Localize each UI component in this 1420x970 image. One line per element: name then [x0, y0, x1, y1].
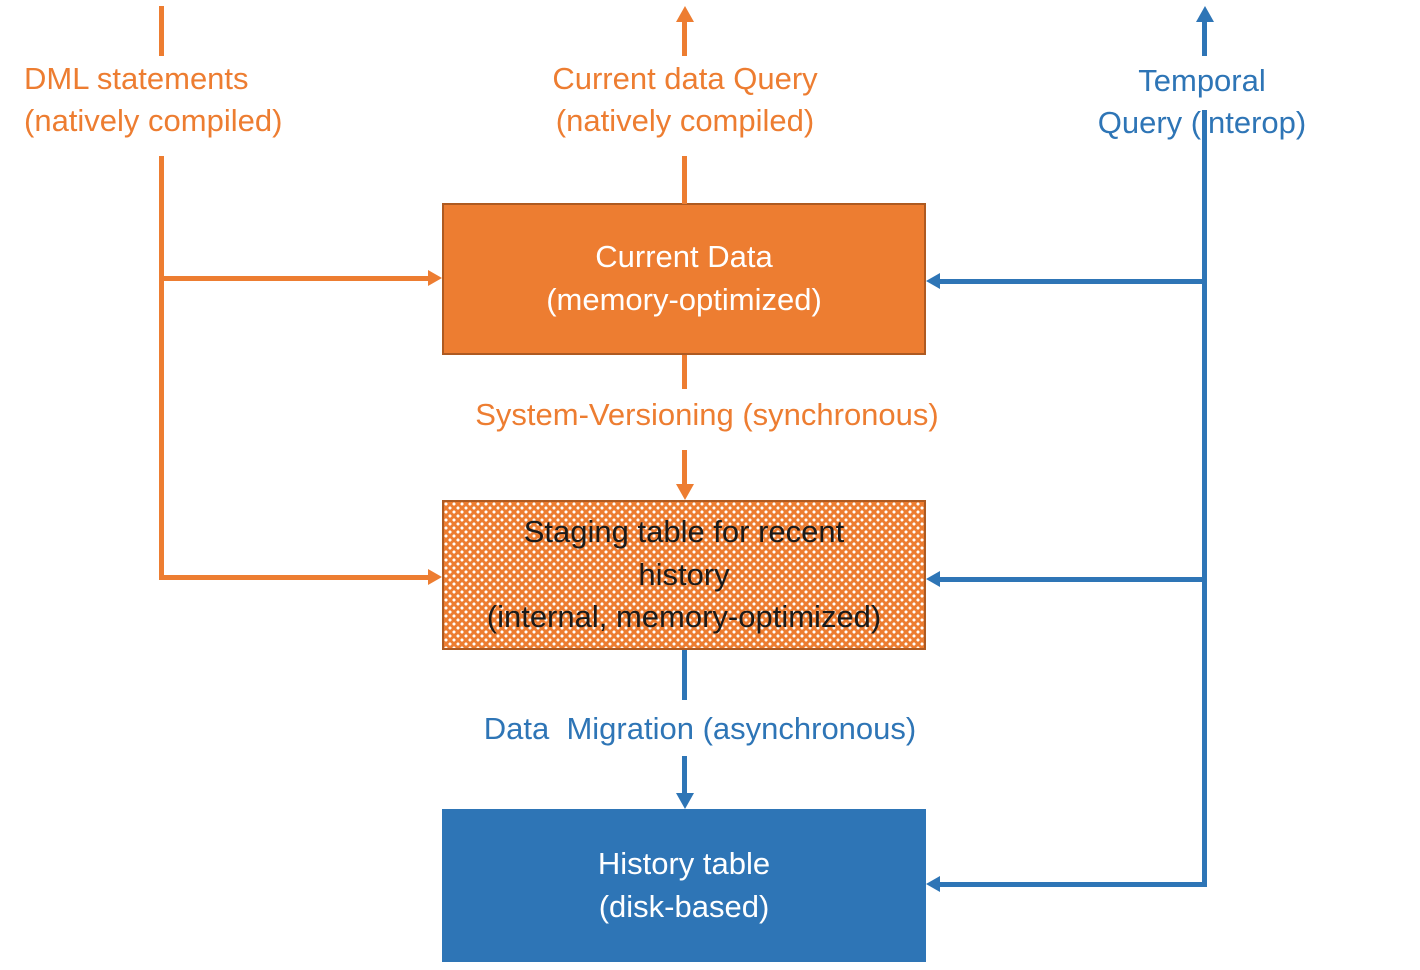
dml-line-main-segment: [159, 156, 164, 580]
temporal-query-label: Temporal Query (interop): [1097, 63, 1307, 141]
current-data-query-label: Current data Query (natively compiled): [552, 61, 818, 139]
temporal-query-main-segment: [1202, 110, 1207, 887]
data-migration-arrow-shaft: [682, 756, 687, 794]
current-query-arrow-shaft: [682, 20, 687, 56]
temporal-branch-to-current-line: [940, 279, 1205, 284]
arrowhead-into-history-right-icon: [926, 876, 940, 892]
current-query-up-arrowhead-icon: [676, 6, 694, 22]
dml-branch-to-current-line: [159, 276, 429, 281]
arrowhead-into-staging-right-icon: [926, 571, 940, 587]
dml-statements-label: DML statements (natively compiled): [24, 61, 283, 139]
temporal-query-arrow-shaft: [1202, 20, 1207, 56]
system-versioning-label: System-Versioning (synchronous): [475, 397, 939, 432]
arrowhead-into-staging-top-icon: [676, 484, 694, 500]
arrowhead-into-history-top-icon: [676, 793, 694, 809]
current-query-lower-segment: [682, 156, 687, 204]
temporal-query-up-arrowhead-icon: [1196, 6, 1214, 22]
staging-table-box: Staging table for recent history (intern…: [442, 500, 926, 650]
system-versioning-arrow-shaft: [682, 450, 687, 486]
data-migration-upper-segment: [682, 650, 687, 700]
data-migration-label: Data Migration (asynchronous): [483, 711, 917, 746]
dml-line-top-segment: [159, 6, 164, 56]
dml-branch-to-staging-line: [159, 575, 429, 580]
arrowhead-into-current-right-icon: [926, 273, 940, 289]
history-table-box: History table (disk-based): [442, 809, 926, 962]
current-data-box: Current Data (memory-optimized): [442, 203, 926, 355]
temporal-branch-to-history-line: [940, 882, 1205, 887]
arrowhead-into-current-left-icon: [428, 270, 442, 286]
arrowhead-into-staging-left-icon: [428, 569, 442, 585]
system-versioning-upper-segment: [682, 355, 687, 389]
temporal-branch-to-staging-line: [940, 577, 1205, 582]
